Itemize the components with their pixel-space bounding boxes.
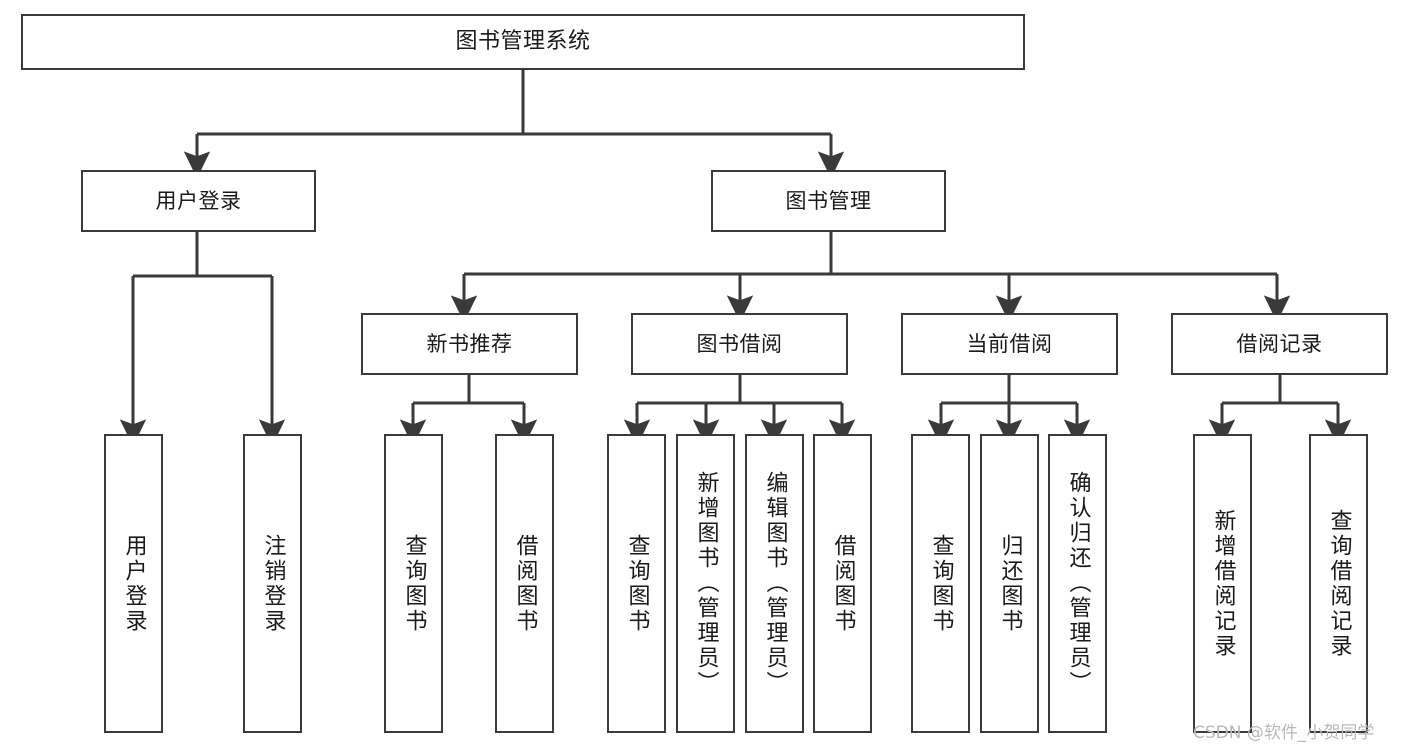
node-label: 新书推荐	[426, 331, 513, 356]
node-label: 借阅图书	[830, 533, 856, 634]
node-label: 查询图书	[401, 533, 427, 634]
node-label: 新增图书（管理员）	[693, 471, 719, 696]
node-label: 用户登录	[121, 533, 147, 634]
node-leaf-query-record[interactable]: 查询借阅记录	[1309, 434, 1368, 733]
node-leaf-query-book-3[interactable]: 查询图书	[911, 434, 970, 733]
node-label: 图书管理系统	[455, 29, 591, 55]
node-leaf-borrow-book-1[interactable]: 借阅图书	[495, 434, 554, 733]
node-leaf-logout-login[interactable]: 注销登录	[243, 434, 302, 733]
node-label: 借阅图书	[512, 533, 538, 634]
node-label: 注销登录	[260, 533, 286, 634]
node-leaf-add-book[interactable]: 新增图书（管理员）	[676, 434, 735, 733]
node-label: 图书管理	[785, 188, 872, 213]
node-label: 当前借阅	[966, 331, 1053, 356]
node-label: 确认归还（管理员）	[1065, 471, 1091, 696]
node-label: 图书借阅	[696, 331, 783, 356]
node-book-manage[interactable]: 图书管理	[711, 170, 946, 232]
node-new-book-recommend[interactable]: 新书推荐	[361, 313, 578, 375]
node-label: 编辑图书（管理员）	[762, 471, 788, 696]
node-label: 查询借阅记录	[1326, 508, 1352, 659]
node-label: 归还图书	[997, 533, 1023, 634]
node-leaf-edit-book[interactable]: 编辑图书（管理员）	[745, 434, 804, 733]
node-current-borrow[interactable]: 当前借阅	[901, 313, 1118, 375]
node-label: 借阅记录	[1236, 331, 1323, 356]
node-label: 查询图书	[928, 533, 954, 634]
node-label: 查询图书	[624, 533, 650, 634]
node-leaf-query-book-2[interactable]: 查询图书	[607, 434, 666, 733]
node-label: 用户登录	[155, 188, 242, 213]
node-label: 新增借阅记录	[1210, 508, 1236, 659]
node-borrow-record[interactable]: 借阅记录	[1171, 313, 1388, 375]
node-leaf-query-book-1[interactable]: 查询图书	[384, 434, 443, 733]
node-root-book-management-system[interactable]: 图书管理系统	[21, 14, 1025, 70]
node-leaf-confirm-return[interactable]: 确认归还（管理员）	[1048, 434, 1107, 733]
node-leaf-add-record[interactable]: 新增借阅记录	[1193, 434, 1252, 733]
node-user-login[interactable]: 用户登录	[81, 170, 316, 232]
watermark: CSDN @软件_小贺同学	[1193, 723, 1375, 743]
node-leaf-borrow-book-2[interactable]: 借阅图书	[813, 434, 872, 733]
node-leaf-user-login[interactable]: 用户登录	[104, 434, 163, 733]
node-book-borrow[interactable]: 图书借阅	[631, 313, 848, 375]
node-leaf-return-book[interactable]: 归还图书	[980, 434, 1039, 733]
